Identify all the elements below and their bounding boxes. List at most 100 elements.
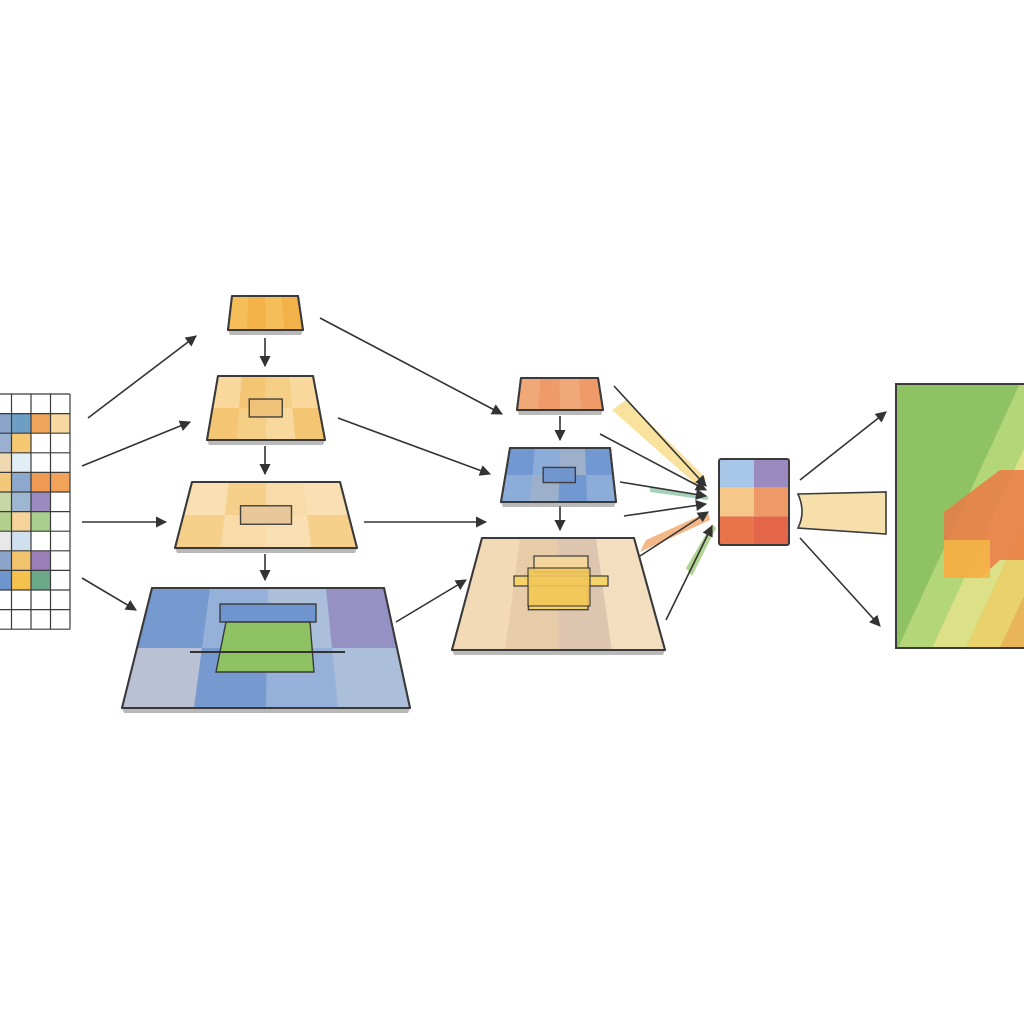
encoder-level-1-tile <box>247 296 266 313</box>
output-map-stripe <box>999 595 1024 648</box>
encoder-level-2-tile <box>289 376 319 408</box>
decoder-level-1-tile <box>519 378 541 394</box>
input-grid-cell <box>31 550 51 571</box>
input-grid-cell <box>11 452 31 473</box>
output-map <box>895 383 1024 649</box>
input-grid-cell <box>0 452 12 473</box>
fusion-cell <box>754 459 789 488</box>
encoder-level-4-green-block <box>215 621 315 673</box>
fusion-cell <box>754 516 789 545</box>
input-grid-cell <box>0 570 12 590</box>
output-map-outline <box>895 383 1024 649</box>
encoder-level-4-tile <box>122 648 202 708</box>
encoder-level-3 <box>174 481 358 553</box>
encoder-level-1 <box>227 295 304 335</box>
encoder-pyramid <box>121 295 411 713</box>
encoder-level-1-outline <box>227 295 304 331</box>
arrow-enc2-to-dec2 <box>337 417 492 476</box>
input-grid-cell <box>0 413 12 434</box>
arrow-dec-to-fusion-c <box>665 524 713 621</box>
input-grid-cell <box>31 492 51 512</box>
decoder-level-2-outline <box>500 447 617 503</box>
decoder-level-3-edge <box>452 650 665 655</box>
input-grid-cell <box>0 433 12 453</box>
encoder-level-3-tile <box>307 515 357 548</box>
input-grid-cell <box>0 531 12 551</box>
fan-ray-yellow <box>612 400 706 488</box>
decoder-level-3-tile <box>603 594 665 650</box>
decoder-level-2-tile <box>505 448 535 475</box>
decoder-level-1 <box>516 377 604 415</box>
encoder-level-4-outline <box>121 587 411 709</box>
input-grid-cell <box>0 550 12 571</box>
input-grid-cell <box>11 413 31 434</box>
encoder-level-3-tile <box>175 515 225 548</box>
encoder-level-4-tile <box>332 648 410 708</box>
output-map-stripes <box>896 384 1024 648</box>
input-grid-cell <box>50 413 70 434</box>
input-grid-cell <box>11 550 31 571</box>
arrow-fusion-to-output-bottom <box>799 537 881 627</box>
fusion-cell <box>719 516 754 545</box>
input-grid-cell <box>0 511 12 532</box>
decoder-level-1-tile <box>517 394 540 410</box>
input-grid-cell <box>11 570 31 590</box>
input-grid-cell <box>31 472 51 492</box>
encoder-level-1-tile <box>265 296 283 313</box>
decoder-level-2-edge <box>501 502 616 507</box>
input-grid-cell <box>11 472 31 492</box>
decoder-level-3-tile <box>467 538 520 594</box>
decoder-level-1-edge <box>517 410 603 415</box>
output-map-hotspot-core <box>944 540 990 578</box>
encoder-level-2-tile <box>207 408 240 440</box>
decoder-level-3-tile <box>452 594 513 650</box>
decoder-level-3-core <box>527 567 591 607</box>
encoder-level-1-edge <box>228 330 303 335</box>
arrow-dec3-to-fusion <box>639 511 709 557</box>
fusion-connector <box>796 491 887 535</box>
arrow-dec1-to-fusion <box>613 385 707 487</box>
arrow-fusion-to-output-top <box>799 411 887 481</box>
decoder-level-2 <box>500 447 617 507</box>
arrow-dec2-to-fusion <box>619 481 708 500</box>
arrow-input-to-enc4 <box>81 577 137 611</box>
input-grid-cell <box>0 472 12 492</box>
encoder-level-1-tile <box>230 296 249 313</box>
encoder-level-4-tile <box>326 588 397 648</box>
fusion-block <box>718 458 887 546</box>
arrow-enc1-to-dec1 <box>319 317 503 415</box>
encoder-level-3-tile <box>183 482 229 515</box>
encoder-level-1-tile <box>265 313 285 330</box>
decoder-level-2-tile <box>585 448 613 475</box>
encoder-level-2-tile <box>292 408 325 440</box>
encoder-level-1-tile <box>281 296 301 313</box>
fusion-cell <box>719 459 754 488</box>
input-image-grid <box>0 393 71 630</box>
arrow-dec-to-fusion-b <box>623 499 708 517</box>
input-grid-cells <box>0 413 70 590</box>
input-grid-cell <box>11 511 31 532</box>
encoder-level-4-tile <box>137 588 210 648</box>
arrow-input-to-enc2 <box>81 420 192 467</box>
decoder-level-1-tile <box>538 394 560 410</box>
encoder-level-2-center-block <box>248 398 283 418</box>
decoder-level-2-tile <box>501 475 533 502</box>
decoder-level-3-tile <box>596 538 650 594</box>
decoder-level-3-outline <box>451 537 666 651</box>
input-grid-cell <box>11 492 31 512</box>
encoder-level-3-edge <box>175 548 357 553</box>
encoder-level-3-outline <box>174 481 358 549</box>
connection-arrows <box>81 317 887 627</box>
decoder-level-1-outline <box>516 377 604 411</box>
encoder-level-2-outline <box>206 375 326 441</box>
decoder-level-1-tile <box>559 394 582 410</box>
encoder-level-2-tile <box>212 376 242 408</box>
decoder-level-1-tile <box>578 378 601 394</box>
input-grid-cell <box>11 531 31 551</box>
encoder-level-3-center-block <box>239 505 293 525</box>
fusion-cell <box>719 487 754 517</box>
decoder-pyramid <box>451 377 666 655</box>
fusion-cell <box>754 487 789 517</box>
